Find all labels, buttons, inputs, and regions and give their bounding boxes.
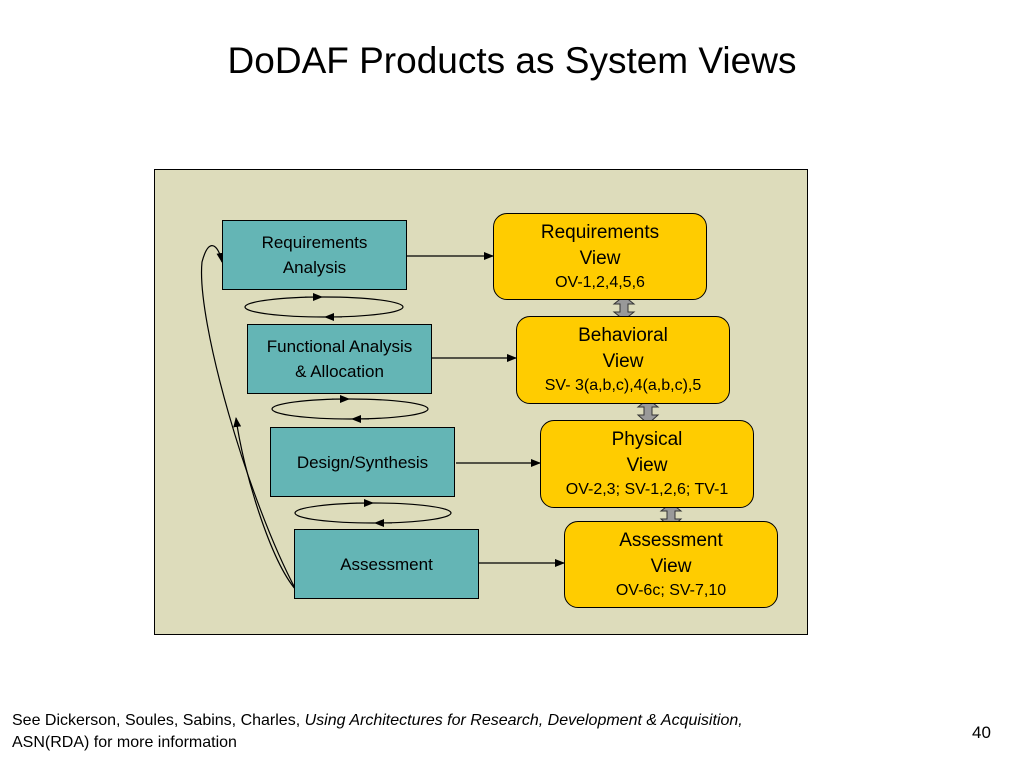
process-box-functional-analysis: Functional Analysis & Allocation [247, 324, 432, 394]
iteration-loop-1 [244, 293, 404, 321]
view-box-behavioral: Behavioral View SV- 3(a,b,c),4(a,b,c),5 [516, 316, 730, 404]
process-label-line1: Design/Synthesis [296, 452, 429, 472]
iteration-loop-3 [294, 499, 452, 527]
view-product-codes: OV-6c; SV-7,10 [615, 582, 727, 599]
view-name-line1: Behavioral [578, 325, 668, 346]
view-product-codes: OV-2,3; SV-1,2,6; TV-1 [565, 481, 729, 498]
footer-prefix: See Dickerson, Soules, Sabins, Charles, [12, 712, 305, 729]
footer-book-title: Using Architectures for Research, Develo… [304, 712, 743, 729]
process-box-requirements-analysis: Requirements Analysis [222, 220, 407, 290]
view-name-line2: View [602, 351, 644, 372]
view-name-line2: View [626, 455, 668, 476]
process-label-line2: Analysis [282, 258, 347, 277]
process-label-line1: Assessment [340, 554, 433, 574]
view-product-codes: OV-1,2,4,5,6 [555, 274, 645, 291]
view-box-assessment: Assessment View OV-6c; SV-7,10 [564, 521, 778, 608]
process-box-design-synthesis: Design/Synthesis [270, 427, 455, 497]
iteration-loop-2 [271, 395, 429, 423]
view-name-line2: View [650, 556, 692, 577]
process-label-line2: & Allocation [295, 362, 384, 381]
view-name-line2: View [579, 248, 621, 269]
process-box-assessment: Assessment [294, 529, 479, 599]
footer-suffix: ASN(RDA) for more information [12, 734, 237, 751]
view-name-line1: Assessment [619, 530, 723, 551]
view-box-requirements: Requirements View OV-1,2,4,5,6 [493, 213, 707, 300]
view-box-physical: Physical View OV-2,3; SV-1,2,6; TV-1 [540, 420, 754, 508]
overall-feedback-loop [200, 245, 297, 591]
slide-number: 40 [972, 723, 991, 742]
slide-title: DoDAF Products as System Views [227, 40, 797, 81]
process-label-line1: Requirements [261, 233, 368, 252]
footer-reference: See Dickerson, Soules, Sabins, Charles, … [12, 710, 942, 754]
view-name-line1: Physical [611, 429, 683, 450]
view-name-line1: Requirements [540, 222, 660, 243]
view-product-codes: SV- 3(a,b,c),4(a,b,c),5 [544, 377, 702, 394]
process-label-line1: Functional Analysis [266, 337, 413, 356]
